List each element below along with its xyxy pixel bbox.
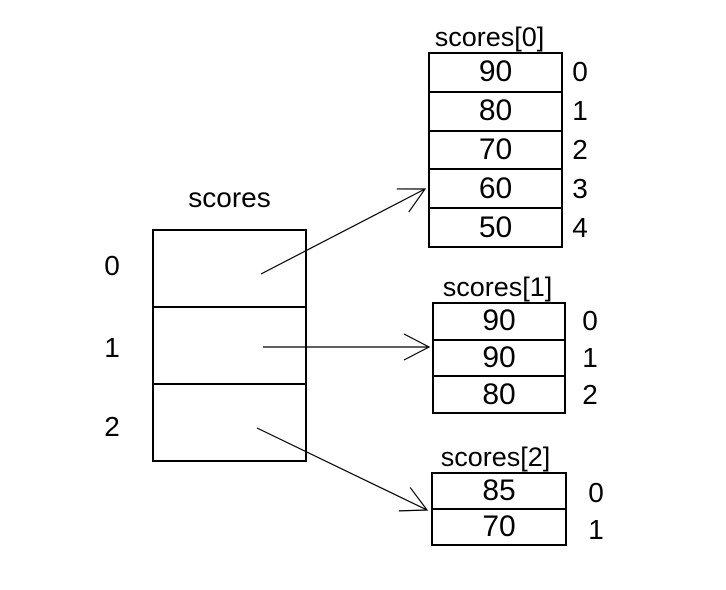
sub-array-1-value-1: 90 — [434, 338, 564, 376]
sub-array-2-title: scores[2] — [440, 442, 551, 472]
main-slot-0 — [154, 231, 305, 306]
main-slot-1 — [154, 306, 305, 383]
sub-array-0-value-1: 80 — [430, 90, 561, 130]
sub-array-2-table: 85 70 — [431, 472, 567, 546]
sub-array-1-value-0: 90 — [482, 304, 516, 338]
main-array-box — [152, 229, 307, 462]
sub-array-1-value-2: 80 — [434, 375, 564, 412]
sub-array-0-value-4: 50 — [430, 207, 561, 246]
sub-array-0-index-4: 4 — [572, 212, 588, 244]
main-array-title: scores — [188, 182, 271, 213]
main-index-1: 1 — [104, 332, 120, 363]
sub-array-1-title: scores[1] — [442, 272, 553, 302]
sub-array-1-index-1: 1 — [582, 341, 598, 373]
sub-array-0-value-0: 90 — [478, 55, 513, 89]
sub-array-0-index-3: 3 — [572, 173, 588, 205]
sub-array-1-table: 90 90 80 — [432, 302, 566, 414]
main-index-0: 0 — [104, 250, 120, 281]
sub-array-2-value-0: 85 — [482, 474, 516, 507]
sub-array-0-table: 90 80 70 60 50 — [428, 52, 563, 248]
sub-array-0-index-2: 2 — [572, 133, 588, 165]
sub-array-2-index-1: 1 — [588, 513, 604, 545]
sub-array-0-index-0: 0 — [572, 55, 588, 87]
sub-array-1-index-0: 0 — [582, 304, 598, 336]
sub-array-0-index-1: 1 — [572, 94, 588, 126]
main-slot-2 — [154, 383, 305, 460]
sub-array-1-index-2: 2 — [582, 379, 598, 411]
sub-array-2-index-0: 0 — [588, 476, 604, 508]
sub-array-0-value-3: 60 — [430, 168, 561, 207]
sub-array-0-title: scores[0] — [434, 22, 545, 52]
sub-array-0-value-2: 70 — [430, 129, 561, 169]
sub-array-2-value-1: 70 — [433, 508, 565, 544]
main-index-2: 2 — [104, 411, 120, 442]
